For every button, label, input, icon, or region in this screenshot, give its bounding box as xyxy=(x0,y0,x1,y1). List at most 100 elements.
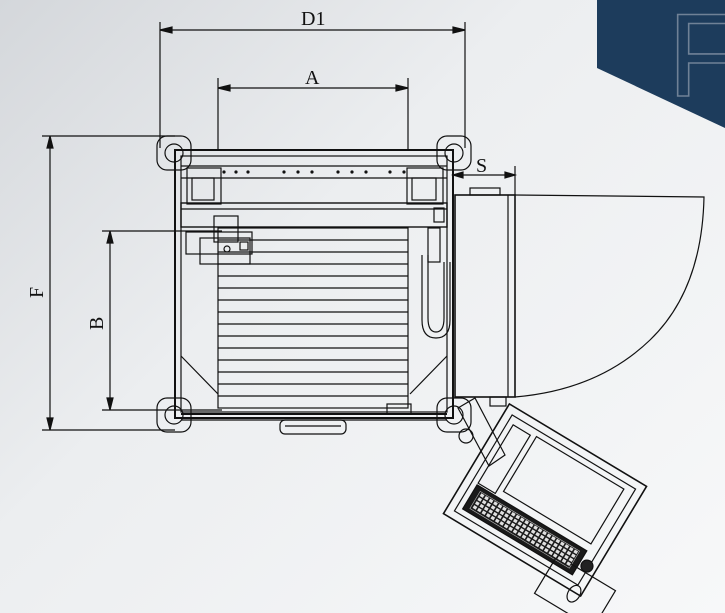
keyboard-key xyxy=(555,549,560,554)
keyboard-key xyxy=(564,554,569,560)
keyboard-key xyxy=(533,525,538,531)
brand-banner: F xyxy=(597,0,725,128)
keyboard-key xyxy=(521,523,527,529)
keyboard-key xyxy=(488,498,494,504)
keyboard-key xyxy=(481,510,487,516)
top-bracket-right xyxy=(406,167,444,205)
dimension-label-d1: D1 xyxy=(301,8,325,30)
keyboard-key xyxy=(530,529,536,534)
keyboard-key xyxy=(539,545,545,550)
keyboard-key xyxy=(561,558,567,564)
keyboard-key xyxy=(546,544,552,549)
corner-foot-bottom-right xyxy=(436,397,472,433)
keyboard-key xyxy=(510,522,516,528)
keyboard-key xyxy=(490,505,496,510)
keyboard-key xyxy=(566,561,571,566)
keyboard-key xyxy=(503,523,509,529)
keyboard-key xyxy=(528,522,534,528)
dimension-b xyxy=(102,230,222,411)
keyboard-key xyxy=(530,539,536,545)
dimension-label-f: F xyxy=(26,287,48,298)
control-panel-arm xyxy=(457,397,506,467)
keyboard-key xyxy=(512,529,518,534)
keyboard-key xyxy=(499,521,505,526)
keyboard-key xyxy=(517,531,522,537)
keyboard-key xyxy=(559,552,565,557)
keyboard-key xyxy=(497,503,503,509)
keyboard-key xyxy=(510,512,516,517)
keyboard-key xyxy=(504,513,509,518)
keyboard-key xyxy=(508,526,514,532)
dimension-a xyxy=(217,78,409,150)
keyboard-key xyxy=(501,517,507,522)
keyboard-key xyxy=(548,540,554,545)
brand-letter: F xyxy=(668,0,725,122)
dimension-label-s: S xyxy=(476,155,487,177)
corner-foot-top-left xyxy=(156,135,192,171)
corner-foot-bottom-left xyxy=(156,397,192,433)
keyboard-key xyxy=(524,520,530,525)
keyboard-key xyxy=(573,549,579,555)
keyboard-key xyxy=(486,502,492,508)
keyboard-key xyxy=(479,493,485,498)
keyboard-key xyxy=(557,555,563,561)
keyboard-key xyxy=(508,515,514,521)
keyboard-key xyxy=(526,526,532,532)
keyboard-key xyxy=(513,518,518,524)
keyboard-key xyxy=(493,501,498,506)
keyboard-key xyxy=(555,538,561,544)
keyboard-key xyxy=(539,534,545,540)
keyboard-key xyxy=(492,511,498,517)
keyboard-key xyxy=(568,546,574,552)
dimension-label-b: B xyxy=(86,317,108,330)
keyboard-key xyxy=(477,507,482,513)
keyboard-key xyxy=(562,548,567,553)
conveyor-belt xyxy=(217,227,409,409)
corner-foot-top-right xyxy=(436,135,472,171)
keyboard-key xyxy=(477,497,483,502)
dimension-label-a: A xyxy=(305,67,320,89)
keyboard-key xyxy=(499,510,505,516)
keyboard-key xyxy=(526,537,531,542)
control-panel xyxy=(442,402,648,598)
limit-switch xyxy=(386,403,412,415)
keyboard-key xyxy=(564,544,570,549)
keyboard-key xyxy=(490,515,496,521)
dimension-d1 xyxy=(159,22,466,148)
dimension-s xyxy=(450,166,518,195)
keyboard-key xyxy=(559,541,565,547)
keyboard-key xyxy=(515,514,521,520)
keyboard-key xyxy=(544,537,549,542)
brand-banner-shape xyxy=(597,0,725,128)
keyboard-key xyxy=(550,546,556,552)
keyboard-key xyxy=(535,542,540,548)
keyboard-key xyxy=(541,541,547,546)
dimension-f xyxy=(42,135,175,431)
keyboard-key xyxy=(484,495,489,501)
side-door xyxy=(454,187,705,407)
keyboard-key xyxy=(506,519,511,525)
keyboard-key xyxy=(528,533,534,538)
monitor-screen xyxy=(502,435,625,545)
keyboard-key xyxy=(537,538,543,544)
keyboard-key xyxy=(488,509,494,514)
keyboard-keys xyxy=(472,493,579,566)
keyboard-key xyxy=(515,525,520,530)
keyboard-key xyxy=(472,505,478,510)
keyboard-key xyxy=(521,534,527,540)
keyboard-key xyxy=(519,517,525,522)
keyboard-key xyxy=(517,521,523,526)
keyboard-key xyxy=(566,550,572,556)
keyboard-key xyxy=(502,506,507,512)
mouse-icon xyxy=(566,584,582,603)
keyboard-key xyxy=(485,513,491,518)
keyboard-key xyxy=(542,530,547,536)
keyboard-key xyxy=(543,547,549,553)
keyboard-key xyxy=(553,542,558,548)
keyboard-key xyxy=(494,518,500,524)
machine-frame xyxy=(174,149,454,421)
keyboard-key xyxy=(535,532,541,537)
keyboard-key xyxy=(552,553,558,558)
keyboard-key xyxy=(497,514,503,520)
keyboard-key xyxy=(546,533,552,539)
